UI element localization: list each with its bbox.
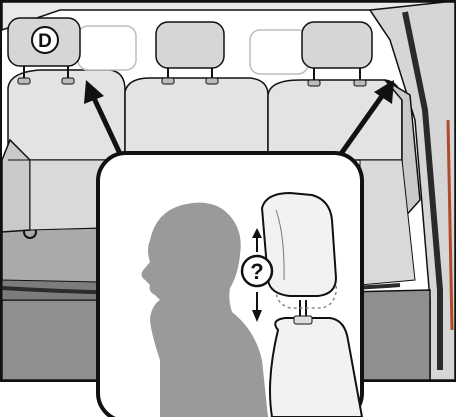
headrest-raised-ghost-right [250, 30, 308, 74]
inset-headrest-detail: ? [98, 153, 362, 417]
seat-back-middle [125, 78, 268, 160]
headrest-middle [156, 22, 224, 68]
marker-d: D [32, 27, 58, 53]
headrest-right [302, 22, 372, 68]
marker-d-label: D [38, 31, 52, 52]
headrest-raised-ghost-left [78, 26, 136, 70]
inset-headrest [262, 193, 336, 296]
question-badge-symbol: ? [250, 259, 263, 284]
inset-headrest-post-base [294, 316, 312, 324]
